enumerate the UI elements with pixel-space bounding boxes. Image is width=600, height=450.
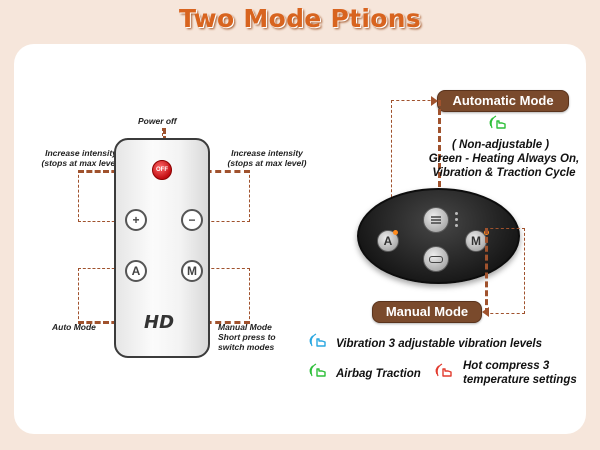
auto-mode-label: Auto Mode [52, 322, 96, 332]
remote-control: OFF + − A M HD [114, 138, 210, 358]
increase-intensity-right-label: Increase intensity (stops at max level) [227, 148, 307, 168]
controller-function-button[interactable] [423, 207, 449, 233]
manual-mode-button[interactable]: M [181, 260, 203, 282]
power-off-label: Power off [138, 116, 177, 126]
brand-logo: HD [144, 312, 175, 333]
hand-press-icon-red [435, 363, 452, 377]
automatic-mode-badge: Automatic Mode [437, 90, 569, 112]
hand-press-icon-green [489, 115, 506, 129]
arrow-right-icon [431, 96, 438, 106]
hot-compress-feature: Hot compress 3 temperature settings [463, 360, 577, 386]
manual-mode-label: Manual Mode Short press to switch modes [218, 322, 276, 352]
page-title: Two Mode Ptions [178, 4, 422, 33]
status-leds [455, 212, 459, 228]
handheld-controller: A M [357, 188, 520, 284]
increase-intensity-left-label: Increase intensity (stops at max level) [41, 148, 121, 168]
increase-intensity-plus-button[interactable]: + [125, 209, 147, 231]
hand-press-icon-blue [309, 333, 326, 347]
menu-lines-icon [431, 216, 441, 224]
airbag-feature: Airbag Traction [336, 368, 421, 380]
auto-indicator-dot [393, 230, 398, 235]
vibration-feature: Vibration 3 adjustable vibration levels [336, 338, 542, 350]
auto-mode-button[interactable]: A [125, 260, 147, 282]
arrow-left-icon [482, 307, 489, 317]
controller-charging-port [423, 246, 449, 272]
hand-press-icon-green [309, 363, 326, 377]
manual-mode-connector-right [485, 228, 525, 314]
automatic-mode-description: Green - Heating Always On, Vibration & T… [428, 153, 580, 179]
controller-auto-button[interactable]: A [377, 230, 399, 252]
usb-c-port-icon [429, 255, 443, 263]
power-off-button[interactable]: OFF [152, 160, 172, 180]
non-adjustable-note: ( Non-adjustable ) [452, 139, 550, 151]
manual-mode-badge: Manual Mode [372, 301, 482, 323]
increase-intensity-minus-button[interactable]: − [181, 209, 203, 231]
